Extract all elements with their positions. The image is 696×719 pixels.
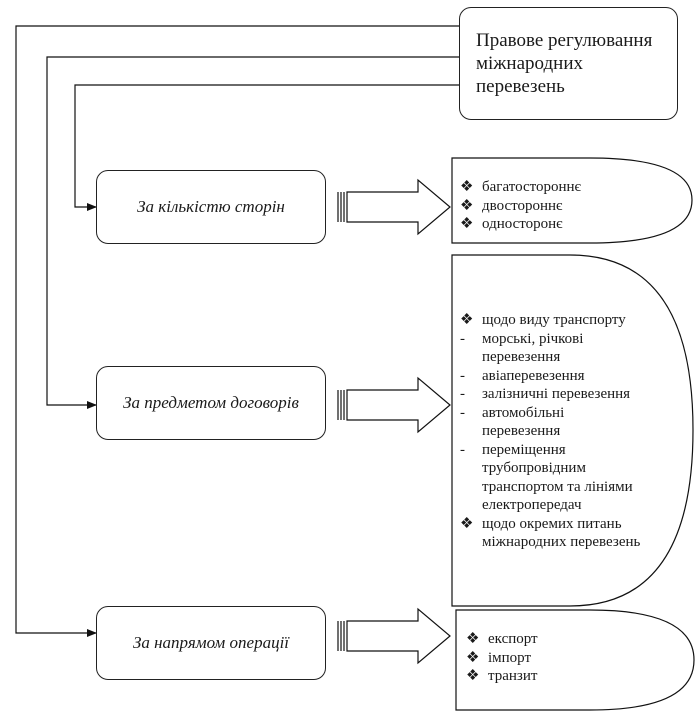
block-arrow-quantity <box>337 178 451 236</box>
bullet-dash: - <box>460 386 465 402</box>
bullet-diamond-icon: ❖ <box>460 179 474 195</box>
bullet-dash: - <box>460 330 465 347</box>
category-box-subject: За предметом договорів <box>96 366 326 440</box>
list-item: ❖імпорт <box>466 649 532 666</box>
list-item: ❖односторонє <box>460 216 563 232</box>
list-item: ❖двостороннє <box>460 197 563 214</box>
bullet-diamond-icon: ❖ <box>460 197 474 214</box>
diagram-title: Правове регулювання міжнародних перевезе… <box>476 30 653 97</box>
category-label-subject: За предметом договорів <box>123 393 299 412</box>
bullet-dash: - <box>460 441 465 458</box>
title-box: Правове регулювання міжнародних перевезе… <box>459 7 678 120</box>
list-item: -морські, річкові перевезення <box>460 330 584 366</box>
bullet-dash: - <box>460 404 465 421</box>
list-item: ❖багатостороннє <box>460 179 581 195</box>
list-item: -залізничні перевезення <box>460 386 631 402</box>
list-item: ❖щодо окремих питань міжнародних перевез… <box>460 515 641 551</box>
bullet-diamond-icon: ❖ <box>460 312 474 328</box>
item-list-subject: ❖щодо виду транспорту -морські, річкові … <box>460 311 640 552</box>
category-label-quantity: За кількістю сторін <box>137 197 285 216</box>
bullet-diamond-icon: ❖ <box>466 631 480 647</box>
list-item: -переміщення трубопровідним транспортом … <box>460 441 633 514</box>
block-arrow-direction <box>337 607 451 665</box>
category-box-direction: За напрямом операції <box>96 606 326 680</box>
list-item: -авіаперевезення <box>460 367 585 384</box>
list-shape-quantity <box>451 157 693 244</box>
list-item: ❖транзит <box>466 668 538 684</box>
connector-line-subject <box>46 56 459 409</box>
list-shape-subject <box>451 254 694 607</box>
list-item: ❖експорт <box>466 631 538 647</box>
bullet-dash: - <box>460 367 465 384</box>
category-label-direction: За напрямом операції <box>132 633 290 652</box>
block-arrow-subject <box>337 376 451 434</box>
bullet-diamond-icon: ❖ <box>466 668 480 684</box>
list-shape-direction <box>455 609 695 711</box>
bullet-diamond-icon: ❖ <box>466 649 480 666</box>
category-box-quantity: За кількістю сторін <box>96 170 326 244</box>
bullet-diamond-icon: ❖ <box>460 515 474 532</box>
connector-line-quantity <box>74 84 459 211</box>
list-item: -автомобільні перевезення <box>460 404 565 440</box>
bullet-diamond-icon: ❖ <box>460 216 474 232</box>
list-item: ❖щодо виду транспорту <box>460 312 626 328</box>
item-list-direction: ❖експорт ❖імпорт ❖транзит <box>466 630 538 686</box>
item-list-quantity: ❖багатостороннє ❖двостороннє ❖односторон… <box>460 178 581 234</box>
connector-line-direction <box>15 25 459 637</box>
